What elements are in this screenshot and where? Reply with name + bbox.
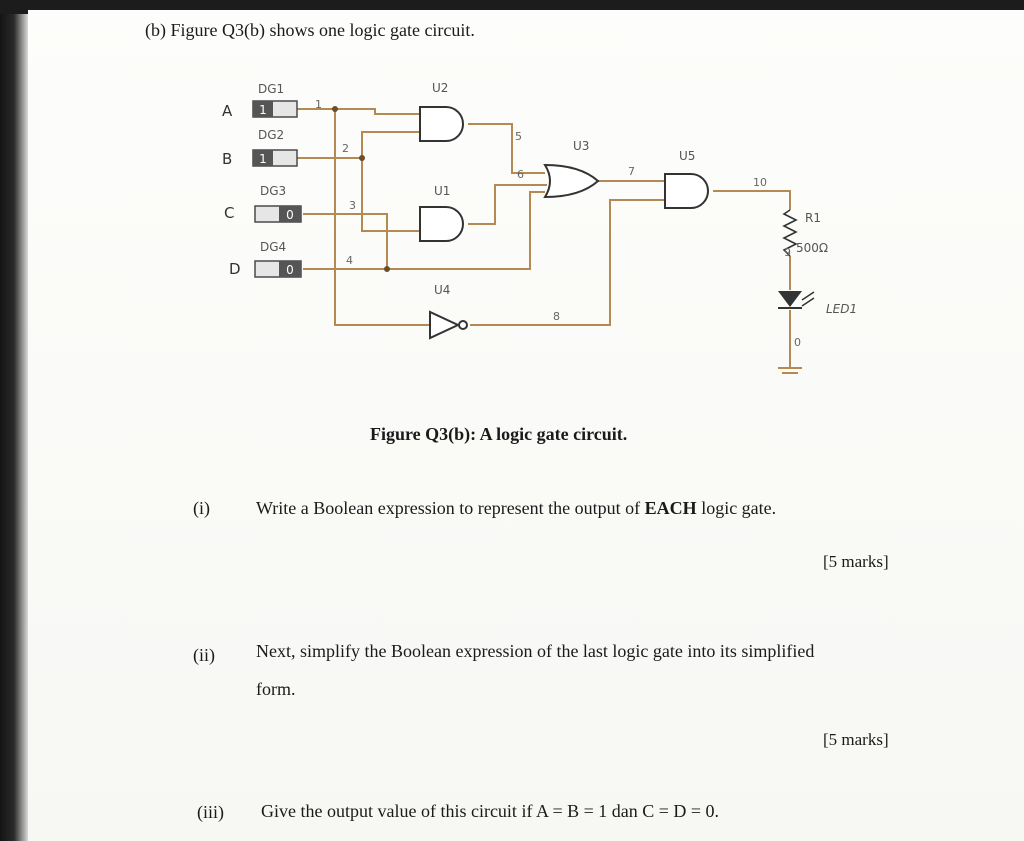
and-gate-u1 (419, 206, 464, 242)
and-gate-u2 (419, 106, 464, 142)
resistor-value: 500Ω (796, 241, 828, 255)
switch-a-value: 1 (259, 103, 267, 117)
node-label-2: 2 (342, 142, 349, 155)
not-gate-u4 (429, 310, 461, 340)
input-letter-c: C (224, 204, 234, 222)
gate-label-u4: U4 (434, 283, 450, 297)
gate-label-u3: U3 (573, 139, 589, 153)
junction-dots (332, 106, 390, 272)
question-i-text: Write a Boolean expression to represent … (256, 498, 776, 519)
switch-c-value: 0 (286, 208, 294, 222)
question-i-number: (i) (193, 498, 210, 518)
node-label-3: 3 (349, 199, 356, 212)
question-i-marks: [5 marks] (823, 552, 889, 571)
switch-name-dg3: DG3 (260, 184, 286, 198)
node-label-1: 1 (315, 98, 322, 111)
resistor-pin: 9 (784, 246, 791, 259)
led-label: LED1 (826, 302, 857, 316)
question-i-text-bold: EACH (644, 498, 697, 518)
question-intro: (b) Figure Q3(b) shows one logic gate ci… (145, 20, 475, 40)
switch-name-dg4: DG4 (260, 240, 286, 254)
input-letter-d: D (229, 260, 241, 278)
switch-a[interactable]: 1 (252, 100, 298, 118)
node-label-4: 4 (346, 254, 353, 267)
or-gate-u3 (543, 163, 600, 199)
question-ii-number: (ii) (193, 645, 215, 665)
node-label-0: 0 (794, 336, 801, 349)
gate-label-u5: U5 (679, 149, 695, 163)
input-letter-a: A (222, 102, 233, 120)
switch-b[interactable]: 1 (252, 149, 298, 167)
node-label-10: 10 (753, 176, 767, 189)
node-label-5: 5 (515, 130, 522, 143)
node-label-6: 6 (517, 168, 524, 181)
switch-b-value: 1 (259, 152, 267, 166)
logic-circuit-diagram: 1 1 0 0 A B C D DG1 DG2 DG3 DG4 U2 (222, 81, 857, 374)
not-gate-bubble (458, 320, 468, 330)
question-ii-marks: [5 marks] (823, 730, 889, 749)
question-iii-number: (iii) (197, 802, 224, 822)
paper-sheet (28, 10, 1024, 841)
question-ii-text-line2: form. (256, 679, 296, 699)
question-ii-text-line1: Next, simplify the Boolean expression of… (256, 641, 815, 661)
resistor-name: R1 (805, 211, 821, 225)
gate-label-u1: U1 (434, 184, 450, 198)
question-i-text-pre: Write a Boolean expression to represent … (256, 498, 645, 518)
switch-name-dg1: DG1 (258, 82, 284, 96)
node-label-7: 7 (628, 165, 635, 178)
gate-label-u2: U2 (432, 81, 448, 95)
node-label-8: 8 (553, 310, 560, 323)
switch-name-dg2: DG2 (258, 128, 284, 142)
switch-d-value: 0 (286, 263, 294, 277)
led-icon (778, 291, 815, 309)
circuit-wires (297, 108, 802, 374)
switch-d[interactable]: 0 (254, 260, 302, 278)
resistor-r1 (782, 209, 798, 257)
figure-caption: Figure Q3(b): A logic gate circuit. (370, 424, 628, 444)
question-iii-text: Give the output value of this circuit if… (261, 801, 720, 821)
switch-c[interactable]: 0 (254, 205, 302, 223)
question-i-text-post: logic gate. (696, 498, 777, 518)
input-letter-b: B (222, 150, 232, 168)
and-gate-u5 (664, 173, 709, 209)
